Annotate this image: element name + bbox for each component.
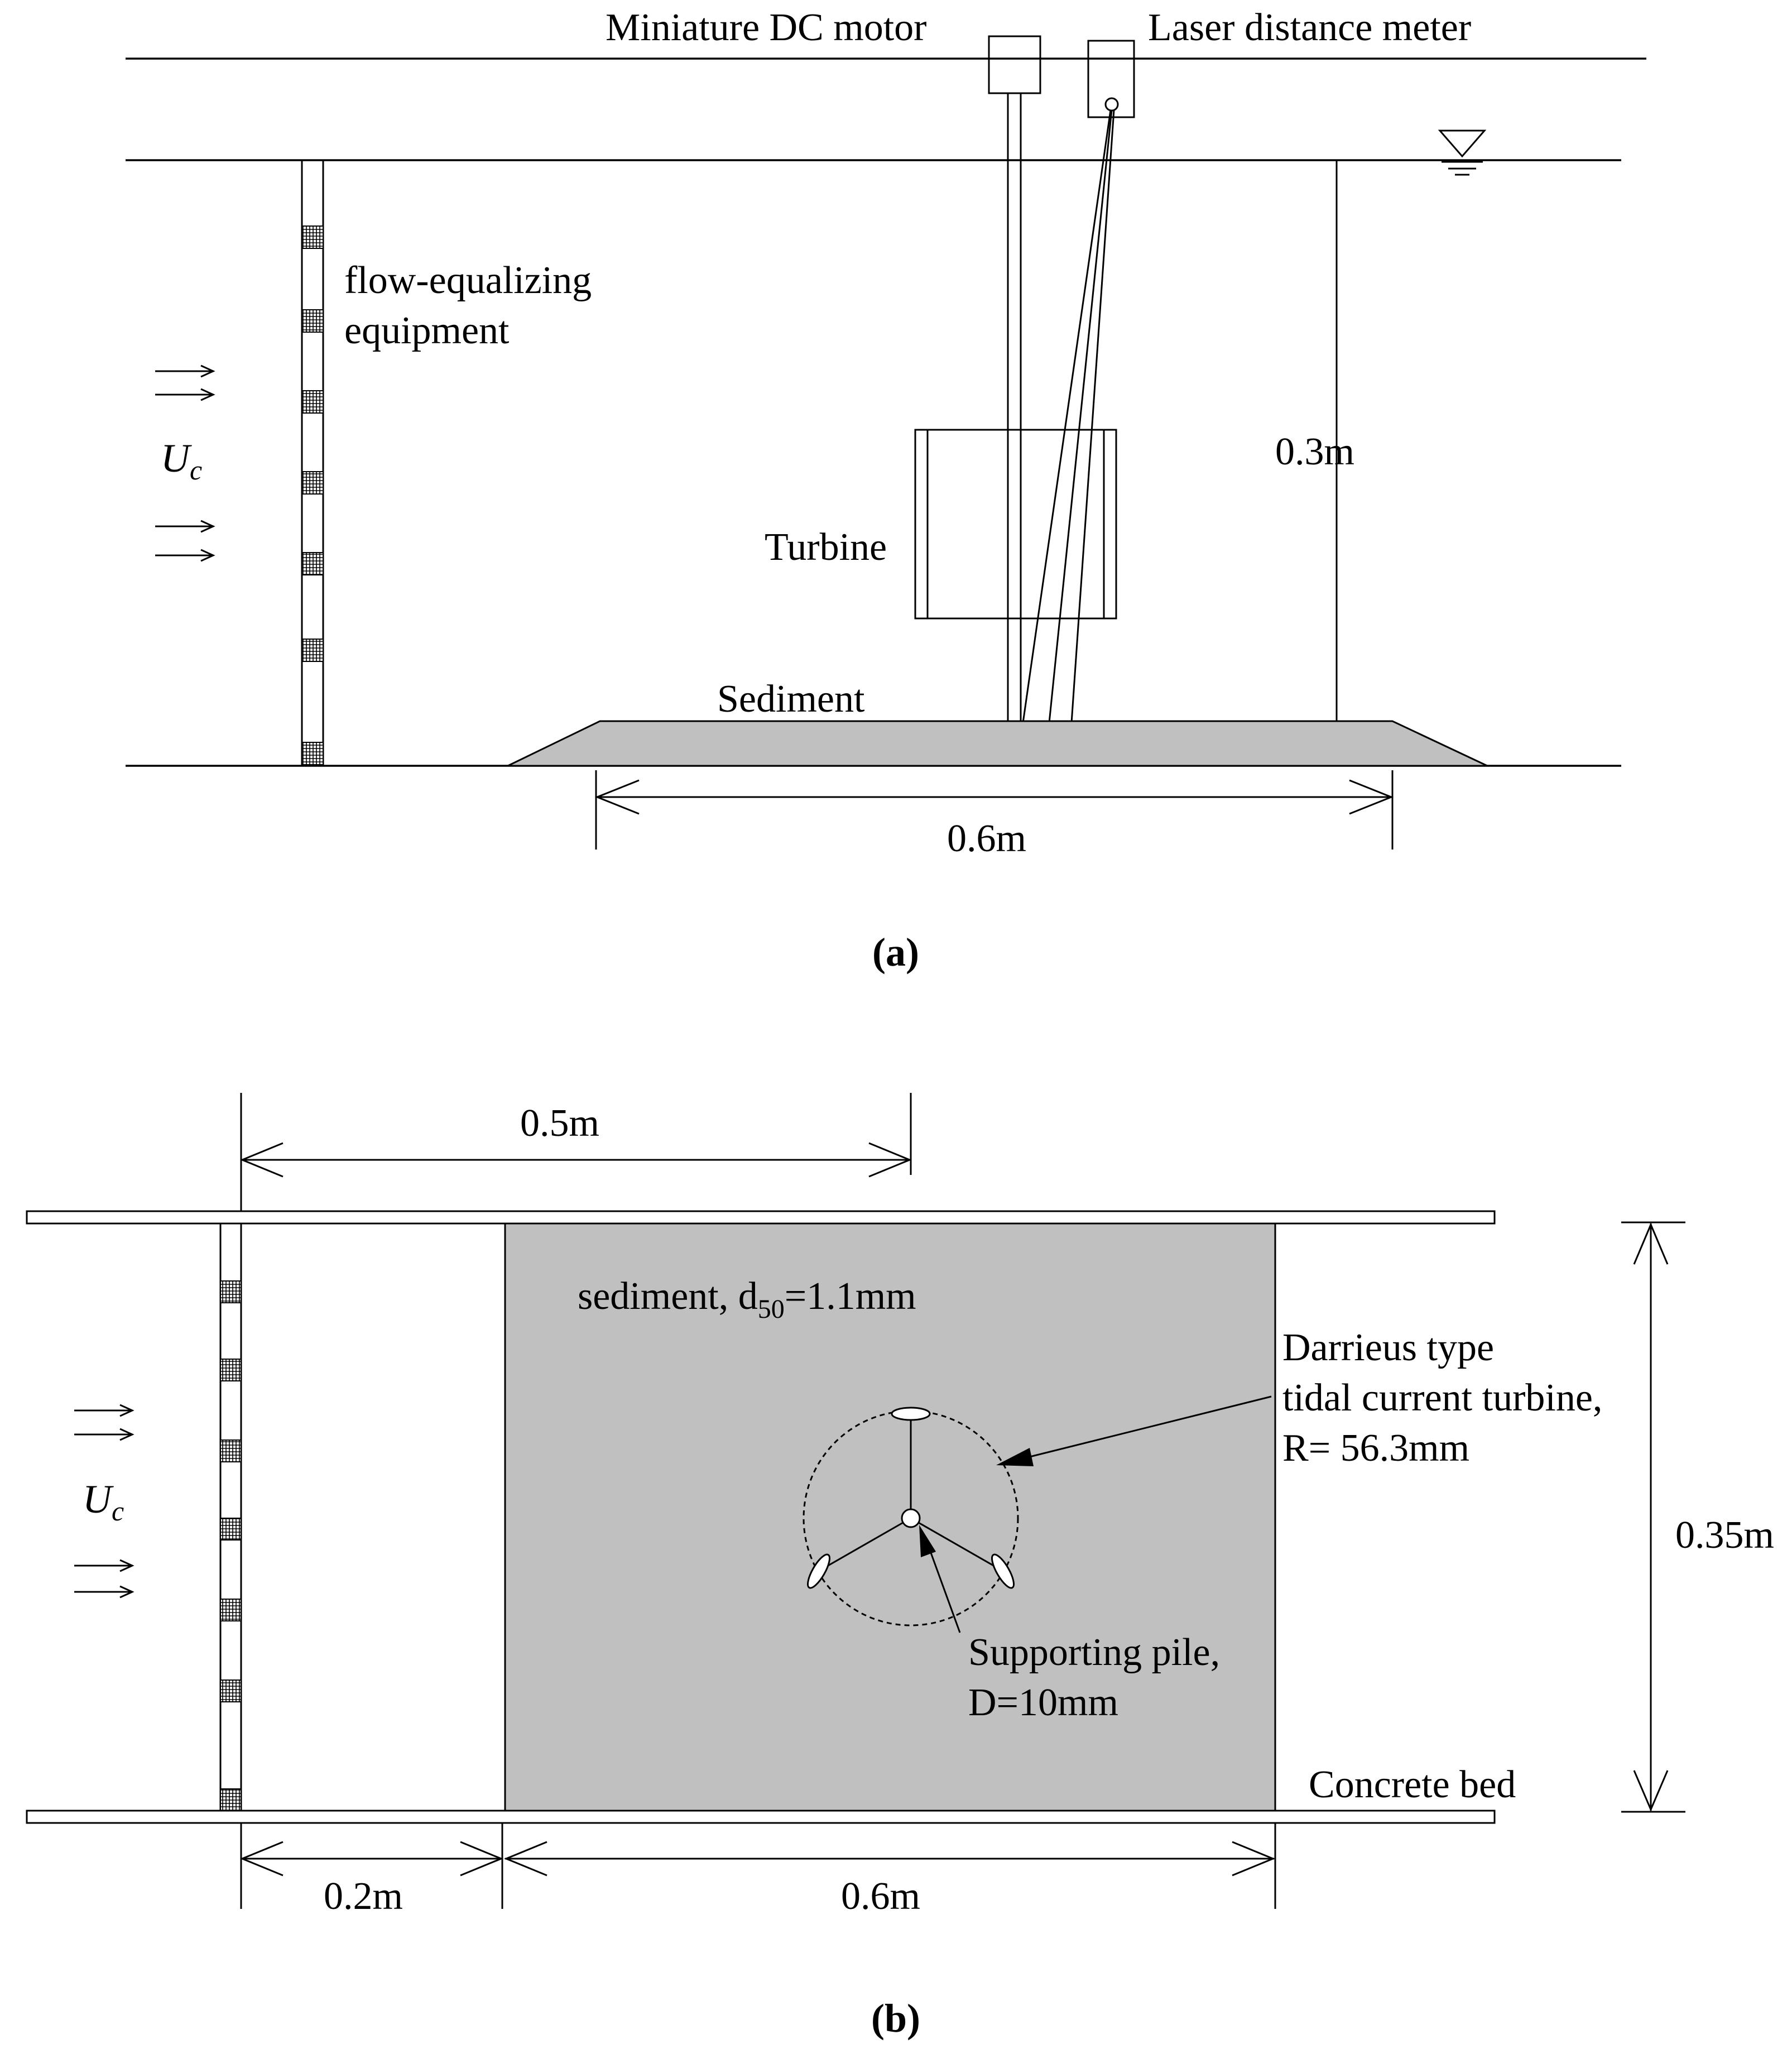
dc-motor-box xyxy=(988,35,1041,94)
supporting-pile xyxy=(901,1508,921,1528)
flow-arrows-a xyxy=(155,364,215,562)
mesh-segment xyxy=(220,1599,242,1621)
flow-arrowhead xyxy=(119,1428,134,1441)
panel-a: Uc flow-equalizing equipment Miniature D… xyxy=(126,6,1646,975)
pile-leader-line xyxy=(925,1540,961,1633)
flow-arrows-b xyxy=(74,1404,134,1599)
flow-equalizer-label-line2: equipment xyxy=(344,309,510,352)
turbine-leader-line xyxy=(1018,1395,1272,1461)
sediment-area-b xyxy=(504,1222,1276,1812)
mesh-segment xyxy=(301,309,324,333)
pile-label-line2: D=10mm xyxy=(968,1681,1118,1724)
spacing-label: 0.5m xyxy=(520,1102,599,1145)
laser-beam-3 xyxy=(1070,109,1115,723)
mesh-segment xyxy=(301,471,324,495)
laser-lens xyxy=(1104,97,1119,112)
sediment-label: Sediment xyxy=(717,678,865,721)
laser-meter-box xyxy=(1087,40,1135,118)
motor-label: Miniature DC motor xyxy=(606,6,926,49)
mesh-segment xyxy=(301,225,324,249)
turbine-box xyxy=(914,429,1117,620)
water-surface-icon xyxy=(1438,129,1487,176)
velocity-label-b: Uc xyxy=(83,1477,124,1527)
caption-a: (a) xyxy=(872,930,919,975)
flow-equalizer-label-line1: flow-equalizing xyxy=(344,259,592,302)
mesh-segment xyxy=(301,390,324,414)
flow-arrowhead xyxy=(119,1404,134,1417)
mesh-segment xyxy=(220,1788,242,1811)
flow-arrowhead xyxy=(200,388,215,401)
flume-wall-bottom xyxy=(26,1810,1496,1824)
upstream-label: 0.2m xyxy=(324,1875,403,1918)
turbine-label-line3: R= 56.3mm xyxy=(1282,1427,1469,1470)
flow-arrowhead xyxy=(200,520,215,533)
mesh-segment xyxy=(220,1518,242,1541)
panel-b: 0.5m sediment, d50=1.1mm Uc Da xyxy=(26,1093,1774,2041)
flow-arrowhead xyxy=(200,364,215,378)
flow-equalizer-b xyxy=(219,1223,242,1811)
mesh-segment xyxy=(220,1679,242,1702)
darrieus-turbine-plan xyxy=(803,1407,1019,1626)
concrete-bed-label: Concrete bed xyxy=(1309,1763,1516,1806)
flow-arrowhead xyxy=(119,1585,134,1599)
laser-label: Laser distance meter xyxy=(1148,6,1471,49)
turbine-leader-arrow xyxy=(996,1448,1034,1466)
flow-arrowhead xyxy=(200,549,215,562)
sediment-text-b: sediment, d50=1.1mm xyxy=(578,1275,916,1324)
flow-arrowhead xyxy=(119,1559,134,1572)
length-label-b: 0.6m xyxy=(841,1875,920,1918)
caption-b: (b) xyxy=(871,1996,920,2041)
flow-equalizer-a xyxy=(301,160,324,766)
width-label: 0.35m xyxy=(1675,1514,1774,1557)
turbine-label-line1: Darrieus type xyxy=(1282,1326,1494,1369)
mesh-segment xyxy=(301,639,324,662)
mesh-segment xyxy=(301,742,324,765)
velocity-label-a: Uc xyxy=(161,436,202,486)
mesh-segment xyxy=(301,552,324,575)
sediment-bed-a xyxy=(507,720,1488,767)
turbine-label-line2: tidal current turbine, xyxy=(1282,1376,1602,1419)
depth-label: 0.3m xyxy=(1275,430,1354,473)
mesh-segment xyxy=(220,1439,242,1462)
mesh-segment xyxy=(220,1359,242,1381)
turbine-label: Turbine xyxy=(765,526,887,569)
pile-leader-arrow xyxy=(919,1525,936,1557)
laser-beam-1 xyxy=(1022,109,1112,723)
length-label-a: 0.6m xyxy=(947,817,1026,860)
pile-label-line1: Supporting pile, xyxy=(968,1631,1220,1674)
mesh-segment xyxy=(220,1280,242,1303)
flume-wall-top xyxy=(26,1210,1496,1225)
laser-beam-2 xyxy=(1048,109,1113,723)
